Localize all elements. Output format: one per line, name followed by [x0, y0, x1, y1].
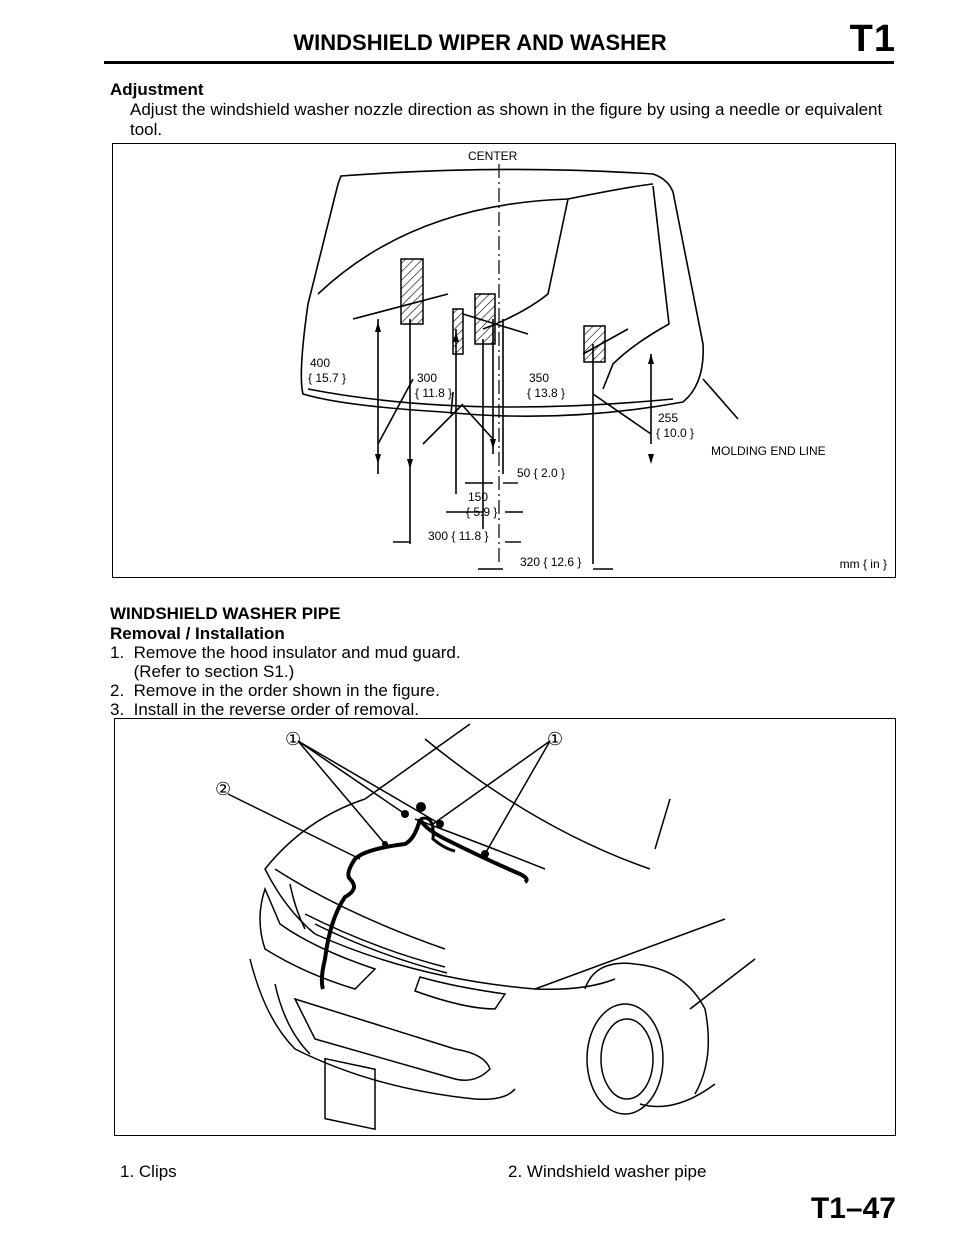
adjustment-text-line2: tool. — [130, 120, 163, 139]
callout-clip-left: ① — [285, 729, 302, 749]
dim-350-in: { 13.8 } — [527, 386, 566, 400]
adjustment-text-line1: Adjust the windshield washer nozzle dire… — [130, 100, 883, 119]
dim-300a: 300 — [417, 371, 438, 385]
windshield-diagram — [300, 164, 739, 570]
dim-150: 150 — [468, 490, 489, 504]
page-number: T1–47 — [810, 1192, 896, 1225]
callout-clip-right: ① — [547, 729, 564, 749]
spray-target-left-outer — [400, 258, 424, 325]
figure-washer-pipe-removal: ① ① ② — [114, 718, 896, 1136]
spray-target-left-inner — [452, 308, 464, 355]
dim-350: 350 — [529, 371, 550, 385]
step-1-note: (Refer to section S1.) — [110, 662, 295, 681]
dim-255: 255 — [658, 411, 679, 425]
spray-target-right — [583, 325, 606, 363]
removal-installation-heading: Removal / Installation — [110, 624, 285, 643]
legend-item-washer-pipe: 2. Windshield washer pipe — [508, 1162, 707, 1181]
step-3: 3. Install in the reverse order of remov… — [110, 700, 419, 719]
header-rule — [104, 61, 894, 64]
molding-end-line-label: MOLDING END LINE — [711, 444, 826, 458]
figure-nozzle-adjustment: CENTER 400 { 15.7 } 300 { 11.8 } 350 { 1… — [112, 143, 896, 578]
clip-marker — [401, 810, 409, 818]
adjustment-heading: Adjustment — [110, 80, 204, 99]
dim-300a-in: { 11.8 } — [415, 386, 453, 400]
unit-label: mm { in } — [839, 557, 887, 571]
legend-item-clips: 1. Clips — [120, 1162, 177, 1181]
dim-300b: 300 { 11.8 } — [428, 529, 489, 543]
dim-150-in: { 5.9 } — [466, 505, 498, 519]
dim-320: 320 { 12.6 } — [520, 555, 582, 569]
step-1: 1. Remove the hood insulator and mud gua… — [110, 643, 461, 662]
callout-washer-pipe: ② — [215, 779, 232, 799]
dim-255-in: { 10.0 } — [656, 426, 695, 440]
car-front-diagram — [227, 723, 756, 1131]
page-header-title: WINDSHIELD WIPER AND WASHER — [293, 30, 667, 55]
dim-400-in: { 15.7 } — [308, 371, 347, 385]
windshield-outline — [300, 168, 704, 418]
washer-pipe-heading: WINDSHIELD WASHER PIPE — [110, 604, 341, 623]
step-2: 2. Remove in the order shown in the figu… — [110, 681, 440, 700]
dim-50: 50 { 2.0 } — [517, 466, 566, 480]
dim-400: 400 — [310, 356, 331, 370]
center-label: CENTER — [468, 149, 518, 163]
spray-target-center — [474, 293, 496, 345]
section-code: T1 — [849, 18, 896, 60]
washer-pipe — [319, 818, 422, 990]
